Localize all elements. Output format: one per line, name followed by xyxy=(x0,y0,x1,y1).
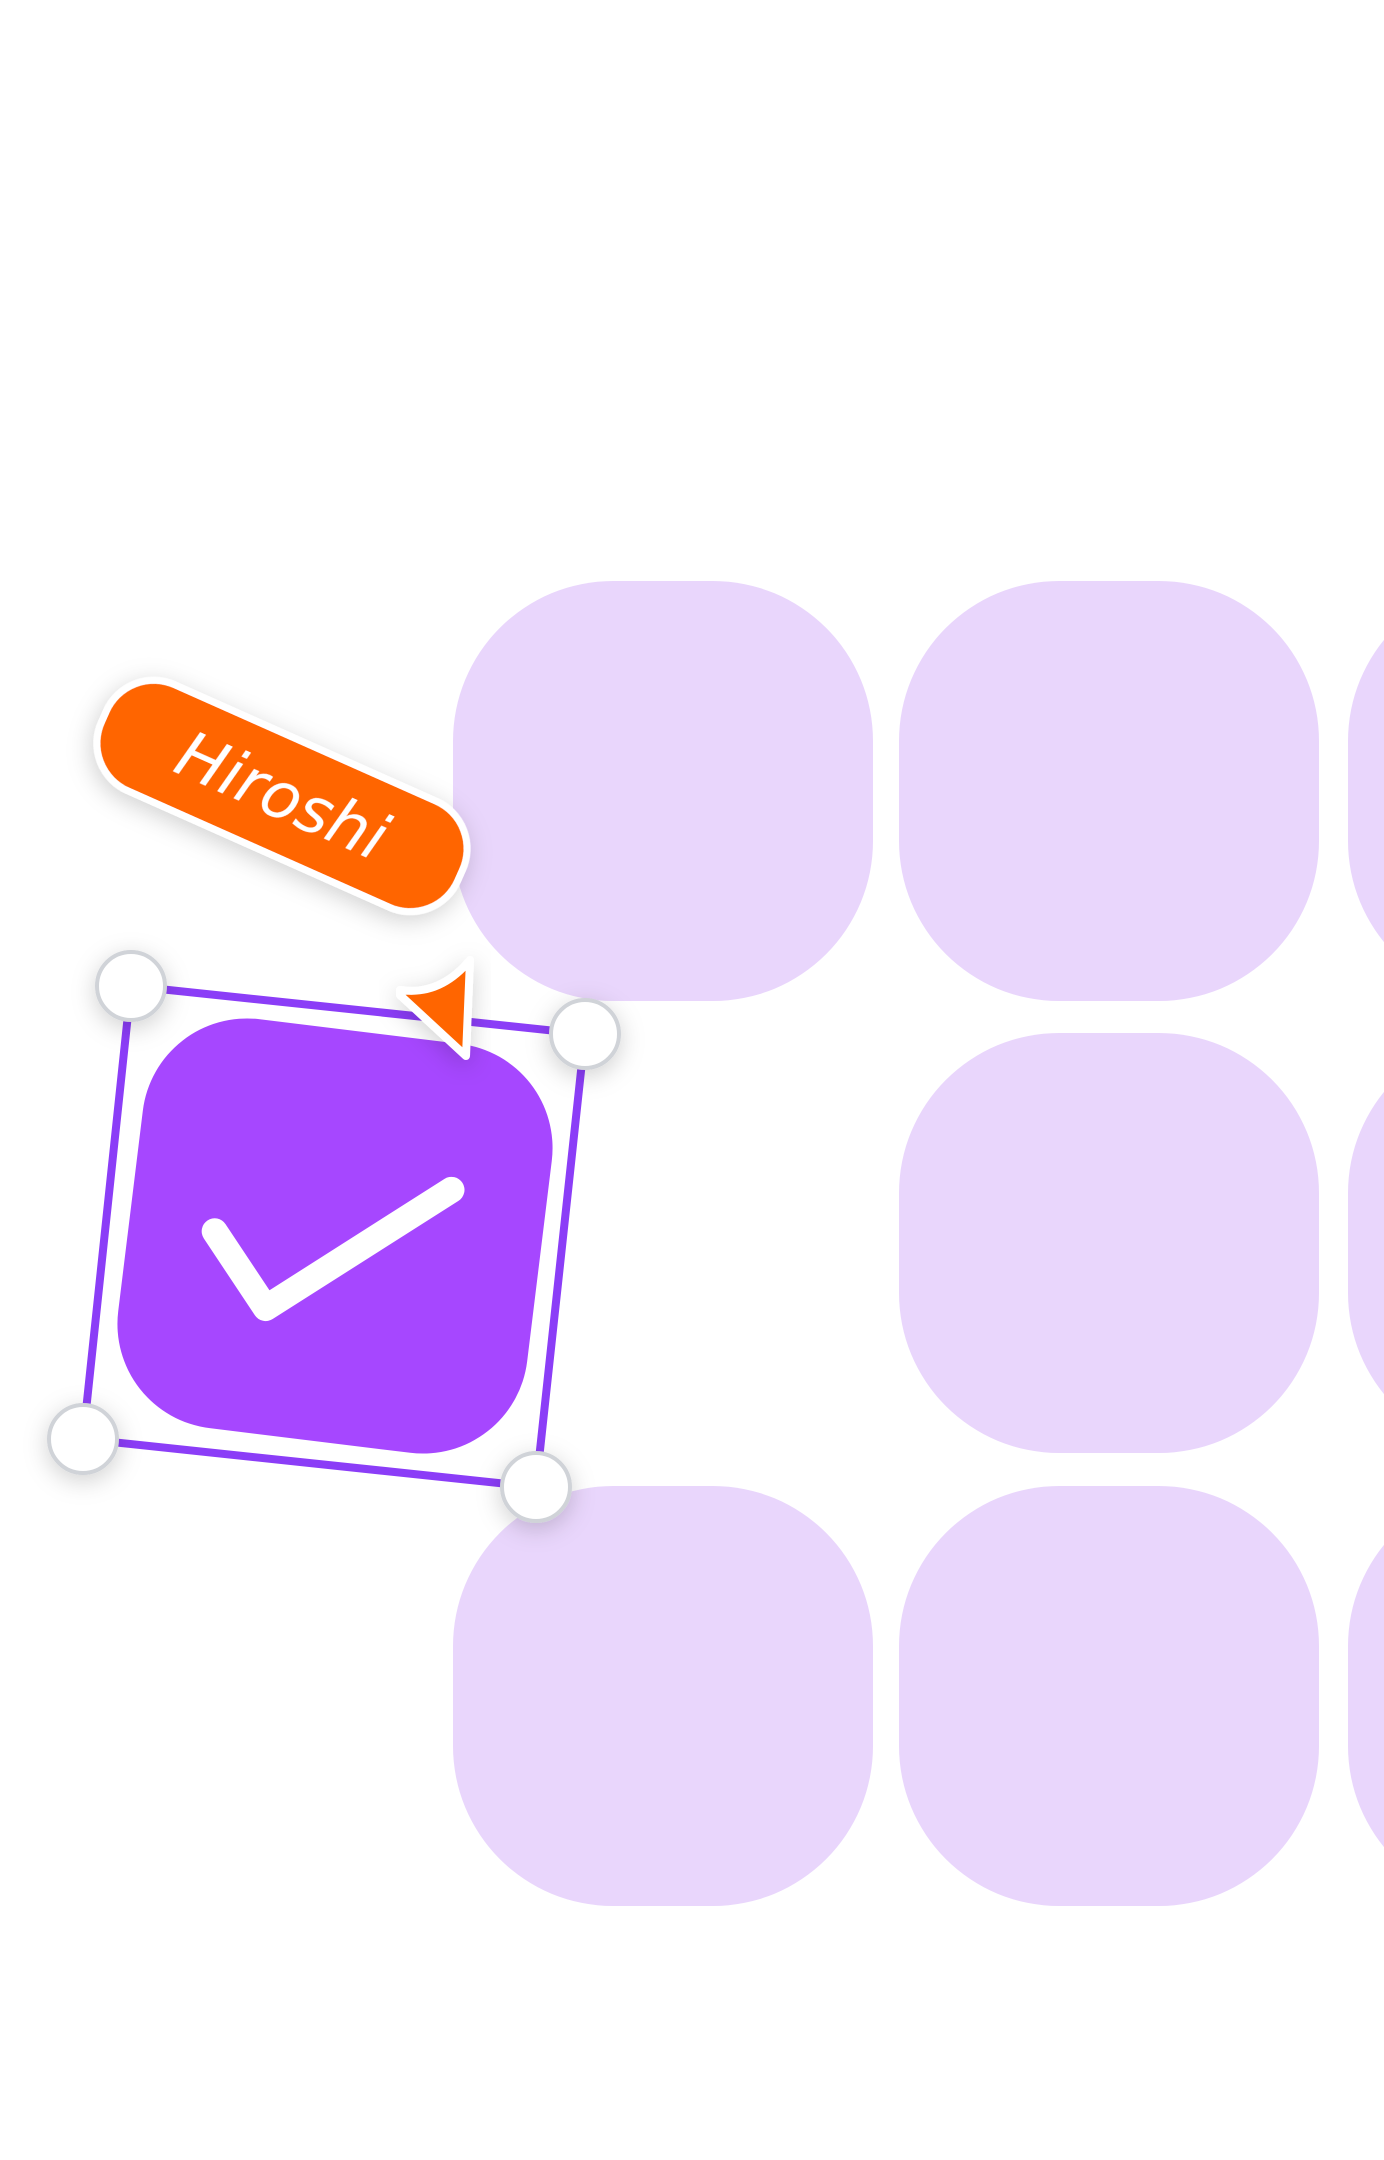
selected-checkbox[interactable] xyxy=(105,1006,564,1465)
pointer-cursor-icon xyxy=(396,956,474,1060)
collaborator-cursor xyxy=(396,956,474,1060)
tile[interactable] xyxy=(1348,1033,1384,1453)
resize-handle-bottom-left[interactable] xyxy=(47,1403,119,1475)
tile[interactable] xyxy=(899,581,1319,1001)
resize-handle-top-right[interactable] xyxy=(549,998,621,1070)
tile[interactable] xyxy=(1348,581,1384,1001)
tile[interactable] xyxy=(899,1486,1319,1906)
collaborator-label: Hiroshi xyxy=(93,676,471,916)
tile[interactable] xyxy=(899,1033,1319,1453)
tile[interactable] xyxy=(453,1486,873,1906)
resize-handle-top-left[interactable] xyxy=(95,950,167,1022)
checkmark-icon xyxy=(201,1176,465,1322)
tile[interactable] xyxy=(453,581,873,1001)
resize-handle-bottom-right[interactable] xyxy=(500,1451,572,1523)
tile[interactable] xyxy=(1348,1486,1384,1906)
tile-grid xyxy=(453,581,1384,1906)
